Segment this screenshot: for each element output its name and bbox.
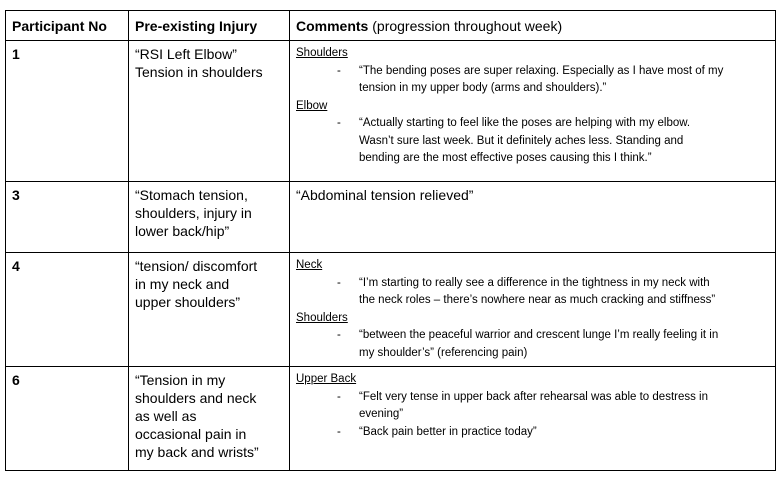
comment-bullet: - “Felt very tense in upper back after re… — [296, 389, 767, 424]
header-comments-subtitle: (progression throughout week) — [368, 17, 563, 34]
comment-bullet-text: “between the peaceful warrior and cresce… — [359, 329, 719, 359]
comment-bullet: - “I’m starting to really see a differenc… — [296, 275, 767, 310]
header-row: Participant No Pre-existing Injury Comme… — [5, 10, 776, 41]
comment-bullet: - “Actually starting to feel like the pos… — [296, 115, 767, 168]
comments-cell: Shoulders - “The bending poses are super r… — [289, 40, 776, 182]
bullet-dash-marker: - — [337, 64, 341, 77]
comment-section-heading: Elbow — [296, 99, 328, 112]
bullet-dash-marker: - — [337, 390, 341, 403]
bullet-dash-marker: - — [337, 276, 341, 289]
comment-section-heading: Shoulders — [296, 311, 348, 324]
comment-bullet: - “Back pain better in practice today” — [296, 424, 767, 442]
comment-section-heading: Upper Back — [296, 373, 357, 385]
table-header: Participant No Pre-existing Injury Comme… — [5, 10, 776, 41]
bullet-dash-marker: - — [337, 117, 341, 129]
comment-bullet: - “The bending poses are super relaxing. … — [296, 63, 767, 98]
comment-bullet-text: “Actually starting to feel like the pose… — [359, 117, 691, 164]
comment-bullet-text: “I’m starting to really see a difference… — [359, 276, 716, 307]
participant-no-cell: 1 — [5, 40, 129, 182]
comment-bullet: - “between the peaceful warrior and cresc… — [296, 327, 767, 362]
comment-plain-text: “Abdominal tension relieved” — [296, 187, 474, 203]
table-row: 3 “Stomach tension, shoulders, injury in… — [5, 181, 776, 253]
header-comments: Comments (progression throughout week) — [289, 10, 776, 41]
injury-cell: “Tension in my shoulders and neck as wel… — [128, 366, 290, 471]
comments-cell: Neck - “I’m starting to really see a diffe… — [289, 252, 776, 367]
participant-injury-table: Participant No Pre-existing Injury Comme… — [5, 10, 776, 471]
header-pre-existing-injury: Pre-existing Injury — [128, 10, 290, 41]
comments-cell: Upper Back - “Felt very tense in upper bac… — [289, 366, 776, 471]
header-participant-no: Participant No — [5, 10, 129, 41]
injury-cell: “tension/ discomfort in my neck and uppe… — [128, 252, 290, 367]
participant-no-cell: 3 — [5, 181, 129, 253]
table-row: 1 “RSI Left Elbow” Tension in shoulders … — [5, 40, 776, 182]
bullet-dash-marker: - — [337, 425, 341, 438]
table-row: 4 “tension/ discomfort in my neck and up… — [5, 252, 776, 367]
participant-no-cell: 6 — [5, 366, 129, 471]
participant-no-cell: 4 — [5, 252, 129, 367]
injury-cell: “RSI Left Elbow” Tension in shoulders — [128, 40, 290, 182]
header-comments-bold: Comments — [296, 17, 369, 34]
table-row: 6 “Tension in my shoulders and neck as w… — [5, 366, 776, 471]
comment-section-heading: Neck — [296, 259, 323, 271]
comment-bullet-text: “The bending poses are super relaxing. E… — [359, 64, 724, 95]
injury-cell: “Stomach tension, shoulders, injury in l… — [128, 181, 290, 253]
table-body: 1 “RSI Left Elbow” Tension in shoulders … — [5, 40, 776, 471]
comment-bullet-text: “Felt very tense in upper back after reh… — [359, 390, 709, 421]
comment-section-heading: Shoulders — [296, 47, 348, 59]
comments-cell: “Abdominal tension relieved” — [289, 181, 776, 253]
bullet-dash-marker: - — [337, 329, 341, 341]
comment-bullet-text: “Back pain better in practice today” — [359, 425, 537, 438]
